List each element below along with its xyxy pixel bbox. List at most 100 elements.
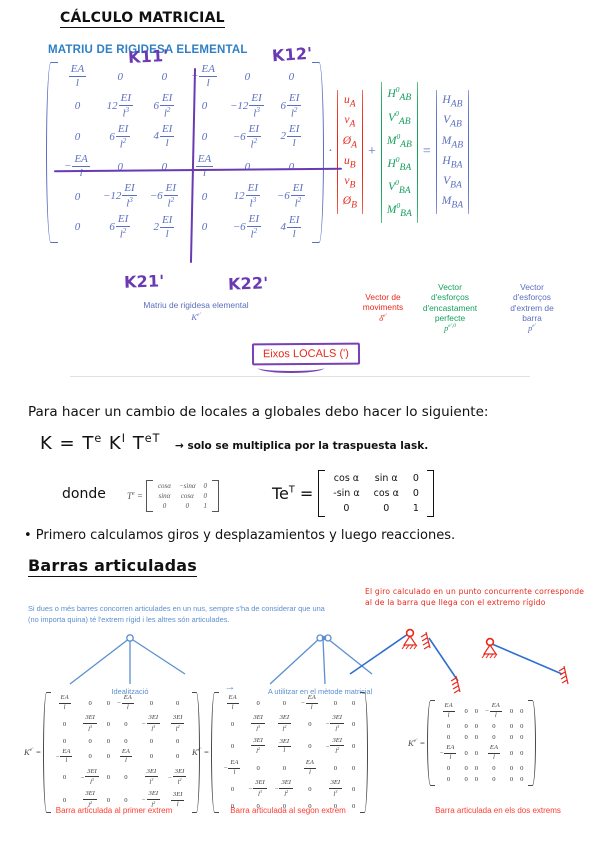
diagram-label-matrix-method: A utilitzar en el mètode matricial	[268, 687, 373, 696]
cell: 0	[201, 190, 208, 203]
bar-end-forces-vector: HAB VAB MAB HBA VBA MBA	[435, 90, 470, 215]
cell: 0	[176, 753, 180, 761]
divider	[70, 376, 530, 377]
tet-matrix-label: TeT =	[272, 484, 314, 503]
matrix-label: Ke' =	[24, 747, 42, 758]
cell: 0	[149, 737, 154, 745]
vector-row: H0BA	[384, 153, 415, 174]
cell: 0	[446, 776, 451, 784]
cell: 0	[230, 802, 235, 810]
cell: 0	[74, 100, 81, 113]
cell: 0	[509, 723, 514, 731]
cell: HBA	[442, 154, 463, 171]
caption-movements-text: Vector de moviments	[362, 292, 404, 313]
cell: ØA	[342, 134, 357, 150]
pin-support-icon	[482, 643, 498, 655]
section-heading-articulated-text: Barras articuladas	[28, 556, 198, 577]
cell: M0BA	[386, 201, 412, 220]
label-k12: K12'	[271, 43, 313, 66]
vector-row: ØB	[340, 194, 360, 212]
vector-row: ØA	[340, 133, 360, 151]
cell: vB	[344, 175, 356, 191]
cell: 0	[352, 743, 356, 751]
cell: 0	[520, 776, 524, 784]
cell: cos α	[373, 488, 399, 499]
cell: 0	[492, 765, 496, 773]
cell: V0BA	[388, 177, 411, 197]
cell: 0	[352, 802, 356, 810]
bracket-right	[212, 480, 220, 512]
cell: 0	[520, 734, 524, 742]
cell: 0	[308, 785, 312, 793]
bar-end-vector-table: HAB VAB MAB HBA VBA MBA	[437, 90, 468, 214]
cell: 0	[256, 764, 260, 772]
cell: 0	[244, 160, 251, 173]
vector-row: V0BA	[384, 176, 415, 197]
cell: 0	[124, 737, 128, 745]
paren-left	[46, 62, 58, 243]
paren-right	[312, 62, 325, 243]
paren-right	[468, 90, 470, 215]
cell: 0	[474, 734, 479, 742]
section-heading-stiffness: MATRIU DE RIGIDESA ELEMENTAL	[48, 44, 248, 56]
cell: 0	[464, 723, 468, 731]
diagram-label-idealization: Idealització	[112, 687, 149, 696]
cell: 0	[509, 776, 514, 784]
paren-right	[359, 692, 368, 813]
cell: 1	[412, 503, 419, 514]
cell: 0	[464, 765, 468, 773]
cell: 0	[446, 723, 451, 731]
cell: 0	[62, 737, 67, 745]
vector-row: H0AB	[384, 84, 415, 105]
matrix-method-diagram	[269, 634, 373, 685]
cell: 0	[492, 776, 496, 784]
cell: 0	[509, 765, 514, 773]
articulated-note: Si dues o més barres concorren articulad…	[28, 604, 325, 624]
vector-row: MAB	[439, 133, 466, 151]
caption-stiffness: Matriu de rigidesa elemental Ke'	[96, 300, 296, 324]
cell: 0	[124, 774, 128, 782]
matrix-label: Ke' =	[192, 747, 210, 758]
donde-label: donde	[62, 486, 106, 502]
page-title-text: CÁLCULO MATRICIAL	[60, 10, 225, 28]
cell: −sinα	[178, 482, 196, 490]
cell: 0	[88, 699, 92, 707]
cell: 0	[464, 707, 468, 715]
cell: 0	[308, 720, 312, 728]
paren-right	[527, 700, 536, 787]
cell: 0	[230, 785, 235, 793]
cell: 0	[74, 130, 81, 143]
cell: uB	[344, 154, 356, 171]
cell: 0	[509, 749, 514, 757]
